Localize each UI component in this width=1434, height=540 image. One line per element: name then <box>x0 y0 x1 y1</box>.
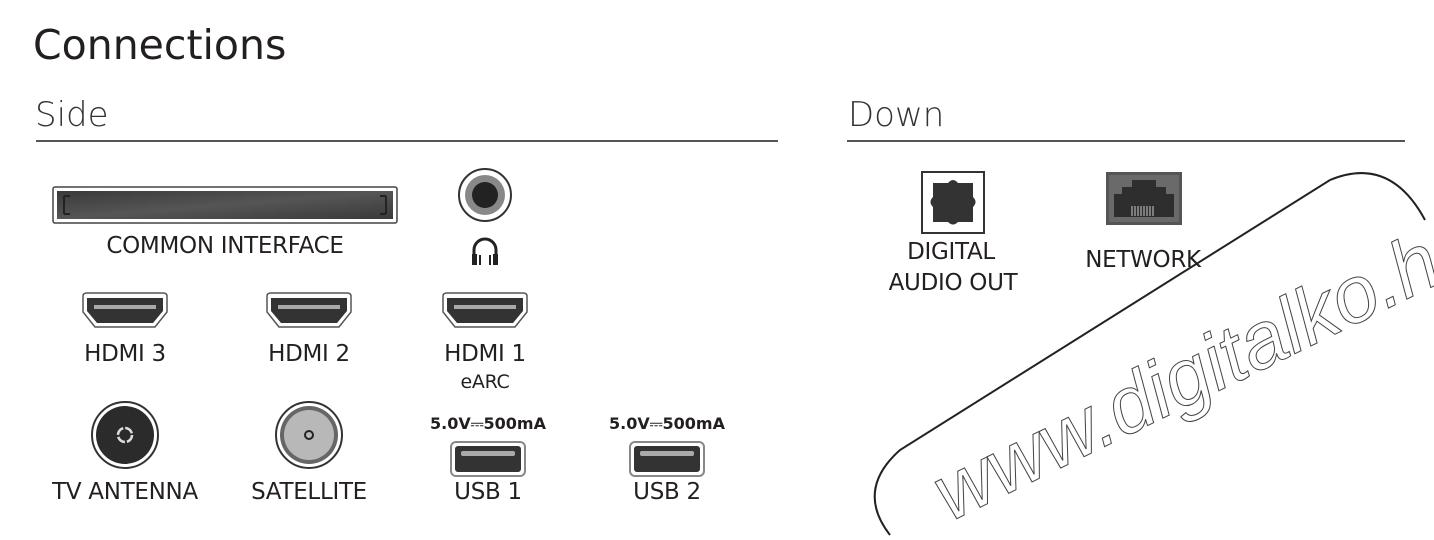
hdmi1-port-icon <box>442 292 528 328</box>
usb2-port-icon <box>629 441 705 477</box>
network-port-icon <box>1106 172 1182 225</box>
watermark-text: www.digitalko.hu <box>918 196 1434 537</box>
page-title: Connections <box>33 21 287 69</box>
usb1-port-icon <box>450 441 526 477</box>
usb2-label: USB 2 <box>633 479 701 505</box>
satellite-port-icon <box>275 401 343 469</box>
side-divider <box>36 140 778 142</box>
digital-audio-out-port-icon <box>921 171 985 234</box>
network-label: NETWORK <box>1085 247 1201 273</box>
tv-antenna-port-icon <box>91 401 159 469</box>
hdmi3-label: HDMI 3 <box>84 341 166 367</box>
down-divider <box>847 140 1405 142</box>
digital-audio-out-label-line1: DIGITAL <box>907 239 995 265</box>
tv-antenna-label: TV ANTENNA <box>52 479 198 505</box>
watermark-logo: www.digitalko.hu <box>873 172 1434 538</box>
hdmi2-port-icon <box>266 292 352 328</box>
hdmi1-label: HDMI 1 <box>444 341 526 367</box>
usb1-power-rating: 5.0V⎓500mA <box>430 414 546 433</box>
usb1-label: USB 1 <box>454 479 522 505</box>
hdmi3-port-icon <box>82 292 168 328</box>
common-interface-slot-icon <box>52 186 398 224</box>
headphone-icon <box>472 237 498 265</box>
headphone-jack-icon <box>458 168 512 222</box>
section-side-heading: Side <box>35 95 109 135</box>
common-interface-label: COMMON INTERFACE <box>106 233 344 259</box>
hdmi1-earc-label: eARC <box>460 371 510 393</box>
hdmi2-label: HDMI 2 <box>268 341 350 367</box>
digital-audio-out-label-line2: AUDIO OUT <box>888 270 1018 296</box>
usb2-power-rating: 5.0V⎓500mA <box>609 414 725 433</box>
satellite-label: SATELLITE <box>251 479 367 505</box>
section-down-heading: Down <box>848 95 945 135</box>
